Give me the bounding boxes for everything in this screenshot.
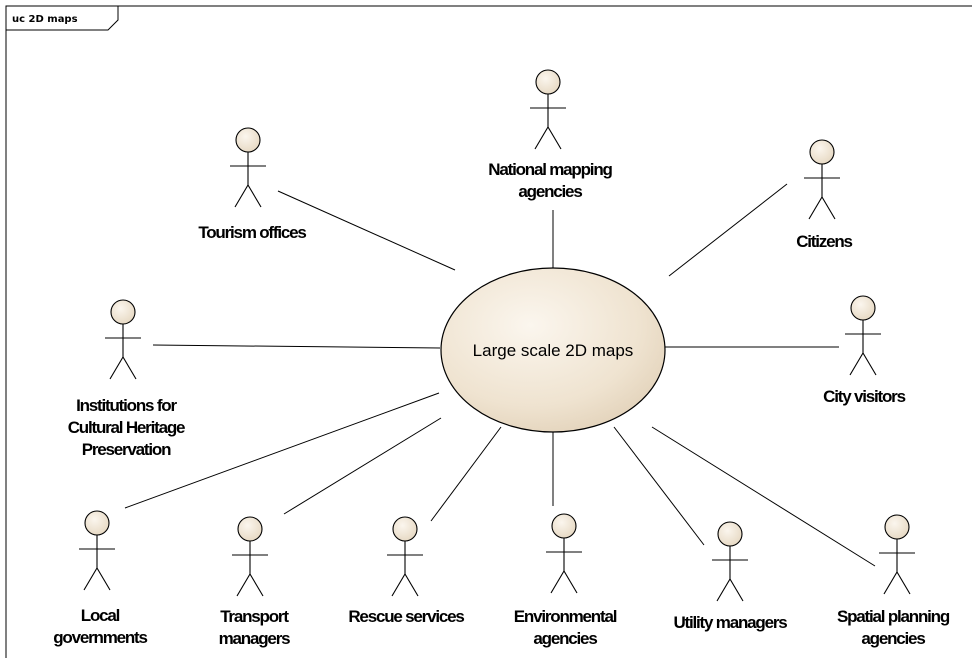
use-case-label: Large scale 2D maps xyxy=(473,341,634,360)
actor-leg-right xyxy=(563,570,578,594)
actor-leg-right xyxy=(547,126,562,150)
actor-head xyxy=(235,127,261,153)
actor-label-line: Utility managers xyxy=(673,613,787,632)
actor-head xyxy=(717,521,743,547)
association-spatial-planning xyxy=(651,426,876,567)
association-tourism-offices xyxy=(277,190,456,271)
actor-head xyxy=(392,516,418,542)
association-utility-managers xyxy=(613,426,705,546)
actor-label-line: Environmental xyxy=(514,607,617,626)
actor-citizens[interactable]: Citizens xyxy=(796,139,854,251)
actor-label-line: National mapping xyxy=(488,160,612,179)
actor-utility-managers[interactable]: Utility managers xyxy=(673,521,788,632)
actor-environmental-agencies[interactable]: Environmental agencies xyxy=(514,513,618,648)
actor-label-line: agencies xyxy=(861,629,925,648)
actor-label-line: agencies xyxy=(518,182,582,201)
association-institutions xyxy=(152,344,441,349)
actor-leg-left xyxy=(808,196,823,220)
actor-local-governments[interactable]: Local governments xyxy=(53,510,149,647)
actor-head xyxy=(535,69,561,95)
use-case-large-scale-2d-maps[interactable]: Large scale 2D maps xyxy=(440,267,666,433)
actor-label-line: Cultural Heritage xyxy=(68,418,185,437)
association-rescue-services xyxy=(430,426,502,522)
actor-label-line: managers xyxy=(219,629,290,648)
actor-head xyxy=(884,514,910,540)
actor-city-visitors[interactable]: City visitors xyxy=(823,295,907,406)
actor-leg-left xyxy=(883,571,898,595)
diagram-frame: uc 2D maps xyxy=(5,5,972,658)
actor-rescue-services[interactable]: Rescue services xyxy=(348,516,466,626)
actor-leg-right xyxy=(247,184,262,208)
actor-label: Tourism offices xyxy=(198,223,306,242)
actor-leg-left xyxy=(109,356,124,380)
actor-head xyxy=(809,139,835,165)
actor-transport-managers[interactable]: Transport managers xyxy=(219,516,291,648)
actor-leg-left xyxy=(534,126,549,150)
actor-head xyxy=(237,516,263,542)
actor-leg-right xyxy=(404,573,419,597)
actor-head xyxy=(850,295,876,321)
actor-label: Spatial planning agencies xyxy=(837,607,950,648)
actor-label-line: agencies xyxy=(533,629,597,648)
association-citizens xyxy=(668,183,788,277)
association-transport-managers xyxy=(283,417,442,515)
actor-leg-right xyxy=(821,196,836,220)
frame-tab-label: uc 2D maps xyxy=(12,14,78,25)
association-local-governments xyxy=(124,392,440,509)
actor-leg-left xyxy=(849,352,864,376)
actor-tourism-offices[interactable]: Tourism offices xyxy=(198,127,308,242)
actor-label: Local governments xyxy=(53,606,147,647)
actor-label: Environmental agencies xyxy=(514,607,617,648)
actor-leg-left xyxy=(236,573,251,597)
actor-spatial-planning-agencies[interactable]: Spatial planning agencies xyxy=(837,514,951,648)
actor-label-line: Rescue services xyxy=(348,607,464,626)
actor-leg-right xyxy=(249,573,264,597)
actor-head xyxy=(551,513,577,539)
actor-label: Transport managers xyxy=(219,607,290,648)
associations xyxy=(124,183,876,567)
actor-head xyxy=(84,510,110,536)
actor-label-line: Local xyxy=(81,606,120,625)
actor-leg-left xyxy=(234,184,249,208)
actor-label-line: Transport xyxy=(220,607,289,626)
actor-leg-right xyxy=(96,567,111,591)
actor-label-line: Preservation xyxy=(82,440,171,459)
actor-leg-left xyxy=(391,573,406,597)
frame-tab xyxy=(5,5,119,31)
actor-leg-right xyxy=(122,356,137,380)
actor-leg-left xyxy=(83,567,98,591)
actor-label-line: Spatial planning xyxy=(837,607,950,626)
actor-leg-right xyxy=(729,578,744,602)
actor-label-line: governments xyxy=(53,628,147,647)
actor-leg-left xyxy=(550,570,565,594)
actor-leg-right xyxy=(862,352,877,376)
actor-label-line: Tourism offices xyxy=(198,223,306,242)
actor-label-line: Institutions for xyxy=(76,396,177,415)
actor-label: City visitors xyxy=(823,387,905,406)
actor-label: National mapping agencies xyxy=(488,160,612,201)
actor-label: Citizens xyxy=(796,232,852,251)
actor-label: Rescue services xyxy=(348,607,464,626)
actor-leg-left xyxy=(716,578,731,602)
actor-leg-right xyxy=(896,571,911,595)
actor-label: Utility managers xyxy=(673,613,787,632)
actor-national-mapping-agencies[interactable]: National mapping agencies xyxy=(488,69,614,201)
actor-label-line: Citizens xyxy=(796,232,852,251)
actor-label-line: City visitors xyxy=(823,387,905,406)
actor-head xyxy=(110,299,136,325)
